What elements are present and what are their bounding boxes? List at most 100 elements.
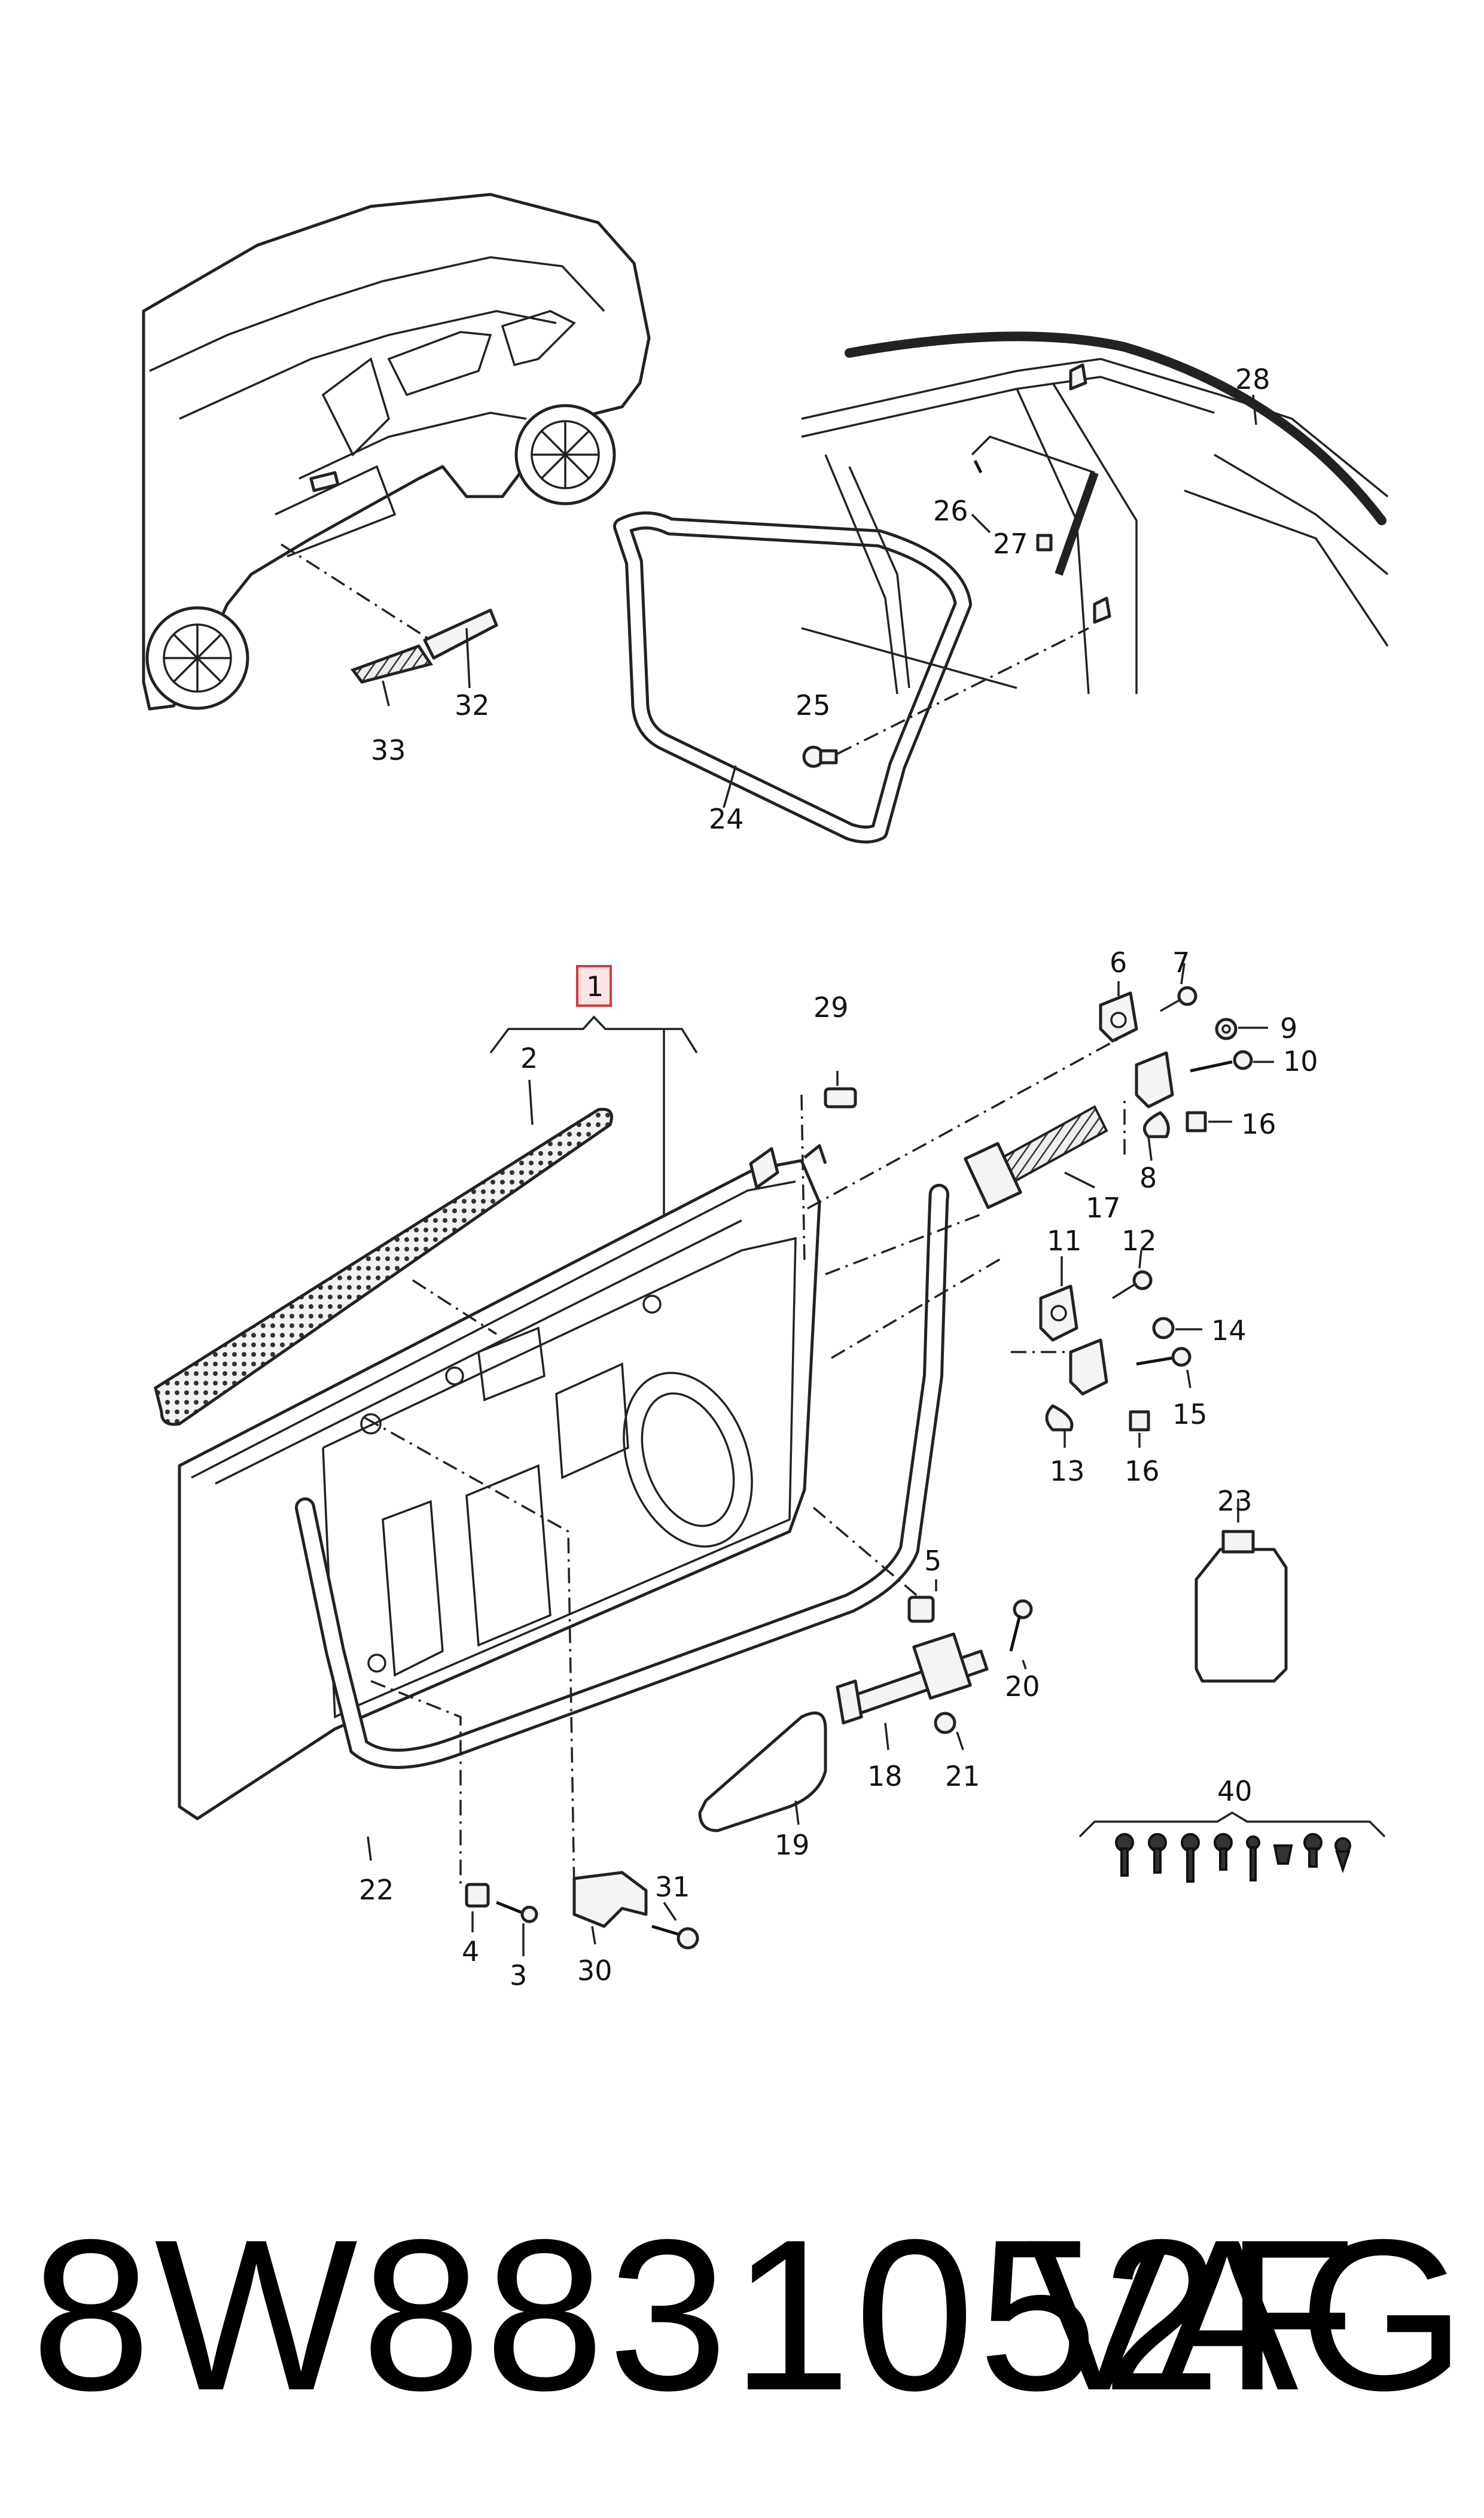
svg-text:6: 6 xyxy=(1110,946,1127,979)
bolt-29 xyxy=(824,1071,857,1109)
svg-text:10: 10 xyxy=(1283,1045,1318,1077)
leader-dash-30 xyxy=(364,1417,575,1891)
svg-text:3: 3 xyxy=(510,1959,527,1992)
callout-27: 27 xyxy=(993,528,1028,560)
bolt-20 xyxy=(1009,1599,1033,1670)
svg-text:18: 18 xyxy=(867,1760,903,1792)
callout-14: 14 xyxy=(1211,1314,1247,1347)
callout-18: 18 xyxy=(867,1760,903,1792)
callout-13: 13 xyxy=(1050,1455,1085,1487)
brand-label: VAG xyxy=(1027,2195,1466,2435)
callout-11: 11 xyxy=(1047,1225,1082,1257)
leader-dash-hinge-low xyxy=(831,1255,1005,1359)
roof-section xyxy=(801,358,1389,695)
door-seal-frame xyxy=(613,511,972,844)
svg-text:2: 2 xyxy=(520,1042,538,1074)
callout-20: 20 xyxy=(1005,1670,1040,1703)
svg-text:32: 32 xyxy=(455,689,490,721)
bracket-40 xyxy=(1078,1811,1386,1838)
bolt-31 xyxy=(651,1902,699,1950)
callout-6: 6 xyxy=(1110,946,1127,979)
door-seal-22 xyxy=(295,1183,949,1861)
callout-4: 4 xyxy=(462,1935,479,1968)
svg-text:11: 11 xyxy=(1047,1225,1082,1257)
callout-2: 2 xyxy=(520,1042,538,1074)
car-overview xyxy=(142,193,651,711)
svg-text:24: 24 xyxy=(709,803,744,835)
bolt-5 xyxy=(907,1579,937,1623)
sleeve-16b xyxy=(1129,1410,1150,1448)
svg-text:7: 7 xyxy=(1172,946,1190,979)
sealant-bottle-23 xyxy=(1194,1499,1288,1683)
callout-19: 19 xyxy=(775,1829,810,1861)
callout-31: 31 xyxy=(655,1871,690,1903)
pillar-strip-26 xyxy=(971,435,1099,576)
callout-16b: 16 xyxy=(1125,1455,1160,1487)
door-check-17 xyxy=(964,1105,1108,1209)
nut-9 xyxy=(1215,1018,1268,1040)
svg-text:29: 29 xyxy=(813,991,849,1024)
svg-text:16: 16 xyxy=(1241,1108,1276,1140)
clip-25 xyxy=(802,627,1089,768)
leader-dash-2 xyxy=(412,1279,497,1335)
callout-23: 23 xyxy=(1217,1485,1253,1517)
svg-text:1: 1 xyxy=(586,970,604,1003)
callout-9: 9 xyxy=(1280,1012,1297,1045)
callout-17: 17 xyxy=(1086,1192,1121,1224)
callout-24: 24 xyxy=(709,803,744,835)
callout-25: 25 xyxy=(796,689,831,721)
svg-text:22: 22 xyxy=(359,1874,394,1906)
hinge-upper-8 xyxy=(1123,1051,1174,1161)
svg-text:27: 27 xyxy=(993,528,1028,560)
svg-text:26: 26 xyxy=(933,495,968,527)
callout-26: 26 xyxy=(933,495,968,527)
callout-22: 22 xyxy=(359,1874,394,1906)
svg-text:40: 40 xyxy=(1217,1775,1253,1807)
svg-text:25: 25 xyxy=(796,689,831,721)
svg-text:9: 9 xyxy=(1280,1012,1297,1045)
svg-text:31: 31 xyxy=(655,1871,690,1903)
svg-text:23: 23 xyxy=(1217,1485,1253,1517)
bolt-10 xyxy=(1190,1050,1274,1073)
svg-text:33: 33 xyxy=(371,734,406,766)
callout-16a: 16 xyxy=(1241,1108,1276,1140)
highlight-box-1 xyxy=(576,965,612,1007)
footer: 8W8831052F VAG xyxy=(0,2190,1484,2441)
svg-text:4: 4 xyxy=(462,1935,479,1968)
callout-5: 5 xyxy=(924,1545,941,1577)
roof-moulding-28 xyxy=(845,331,1387,525)
callout-7: 7 xyxy=(1172,946,1190,979)
svg-text:12: 12 xyxy=(1122,1225,1157,1257)
svg-text:15: 15 xyxy=(1172,1398,1208,1430)
leader-dash-17 xyxy=(807,1028,1137,1210)
callout-21: 21 xyxy=(945,1760,980,1792)
callout-1: 1 xyxy=(586,970,604,1003)
svg-text:13: 13 xyxy=(1050,1455,1085,1487)
callout-29: 29 xyxy=(813,991,849,1024)
callout-10: 10 xyxy=(1283,1045,1318,1077)
bolt-7 xyxy=(1160,963,1197,1012)
hinge-lower-11 xyxy=(1039,1256,1078,1342)
callout-28: 28 xyxy=(1235,363,1270,395)
sleeve-16a xyxy=(1186,1111,1232,1132)
svg-text:28: 28 xyxy=(1235,363,1270,395)
leader-2 xyxy=(528,1079,534,1125)
hinge-upper-6 xyxy=(1099,981,1138,1043)
callout-3: 3 xyxy=(510,1959,527,1992)
door-handle-19 xyxy=(698,1711,827,1832)
callout-32: 32 xyxy=(455,689,490,721)
part-number-label: 8W8831052F xyxy=(31,2195,1360,2435)
bolt-21 xyxy=(934,1712,964,1750)
sill-trim-parts xyxy=(350,608,498,707)
svg-text:30: 30 xyxy=(577,1954,613,1987)
bolt-15 xyxy=(1136,1347,1192,1389)
callout-15: 15 xyxy=(1172,1398,1208,1430)
svg-text:14: 14 xyxy=(1211,1314,1247,1347)
plug-4 xyxy=(465,1883,490,1932)
bracket-30 xyxy=(572,1871,648,1945)
callout-33: 33 xyxy=(371,734,406,766)
leader-dash-5 xyxy=(812,1506,934,1610)
parts-diagram: 32 33 24 25 26 27 28 xyxy=(142,193,1389,1992)
fastener-set-40 xyxy=(1115,1833,1351,1883)
bracket-1 xyxy=(489,1015,698,1226)
